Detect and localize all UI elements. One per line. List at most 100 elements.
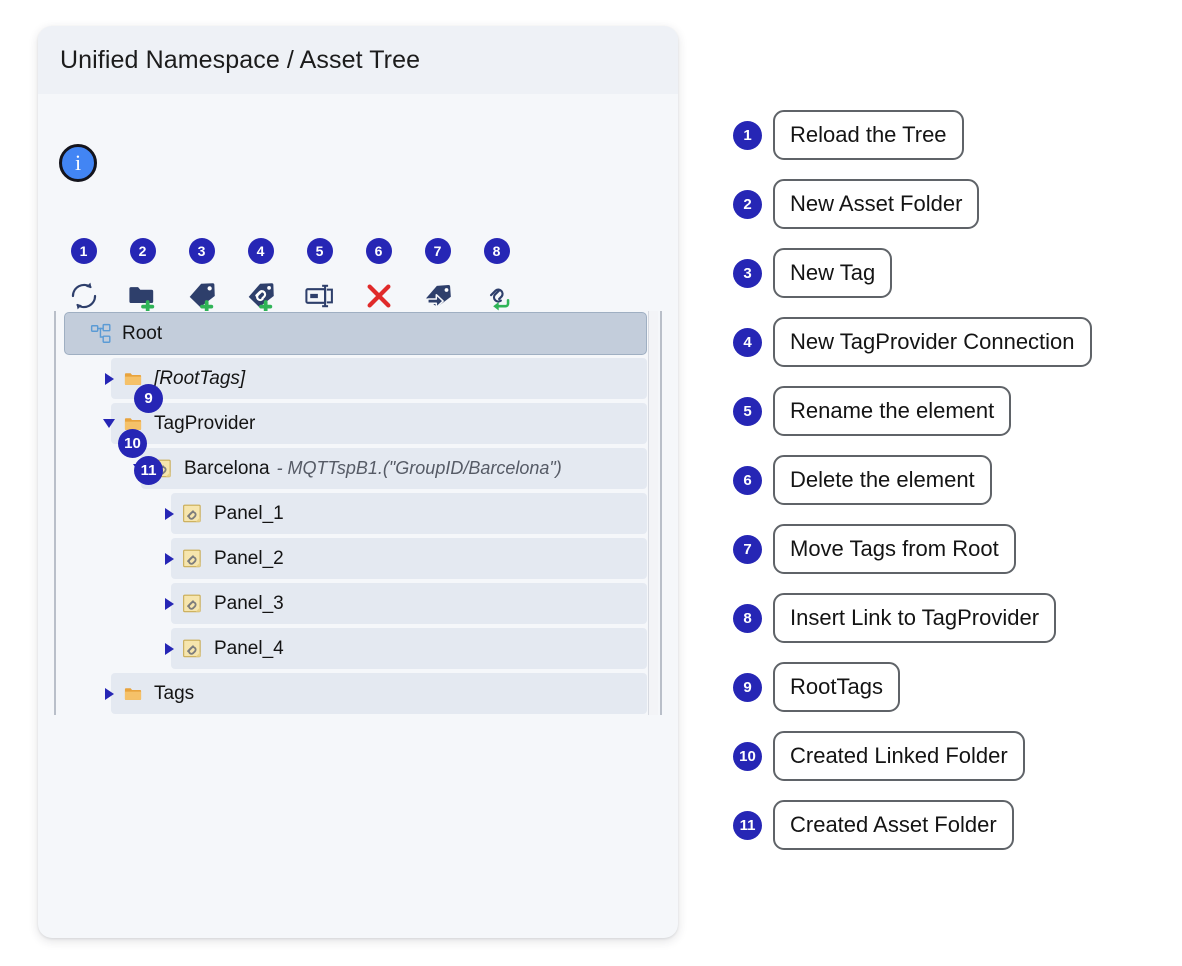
legend-item: 9 RootTags: [733, 662, 1092, 712]
legend-label: New TagProvider Connection: [773, 317, 1092, 367]
legend-label: Move Tags from Root: [773, 524, 1016, 574]
tree-row-label: Panel_1: [214, 502, 284, 524]
folder-icon: [120, 368, 146, 390]
toolbar-button-insert-link[interactable]: 8: [467, 238, 526, 316]
tree-row-label: TagProvider: [154, 412, 256, 434]
tree-expand-arrow[interactable]: [158, 626, 180, 671]
tree-expand-arrow[interactable]: [158, 581, 180, 626]
tree-row-background: [171, 628, 647, 669]
toolbar-number-badge: 5: [306, 238, 333, 264]
toolbar-number-badge: 3: [188, 238, 215, 264]
link-tag-plus-icon[interactable]: [239, 276, 283, 316]
folder-plus-icon[interactable]: [121, 276, 165, 316]
tree-expand-arrow[interactable]: [98, 356, 120, 401]
legend-label: Created Asset Folder: [773, 800, 1014, 850]
legend-number-badge: 9: [733, 672, 762, 702]
tree-row-background: [171, 493, 647, 534]
tree-row[interactable]: [RootTags]9: [56, 356, 647, 413]
tree-expand-arrow[interactable]: [158, 536, 180, 581]
toolbar-button-folder-plus[interactable]: 2: [113, 238, 172, 316]
tree-row[interactable]: Root: [56, 311, 647, 356]
tree-row-background: [171, 538, 647, 579]
tree-row-background: [111, 673, 647, 714]
delete-x-icon[interactable]: [357, 276, 401, 316]
legend-label: Delete the element: [773, 455, 992, 505]
toolbar: 1 2 3 4 5 6 7 8: [54, 238, 526, 316]
tree-row-background: [64, 312, 647, 355]
sitemap-icon: [88, 323, 114, 345]
folder-icon: [120, 413, 146, 435]
link-folder-icon: [180, 593, 206, 615]
callout-badge: 10: [118, 429, 147, 458]
tree-row[interactable]: Panel_4: [56, 626, 647, 671]
toolbar-number-badge: 1: [70, 238, 97, 264]
tree-no-arrow: [66, 311, 88, 356]
tree-row[interactable]: Barcelona- MQTTspB1.("GroupID/Barcelona"…: [56, 446, 647, 491]
toolbar-number-badge: 7: [424, 238, 451, 264]
tree-row[interactable]: Panel_3: [56, 581, 647, 626]
legend-number-badge: 11: [733, 810, 762, 840]
legend-number-badge: 4: [733, 327, 762, 357]
legend-item: 4 New TagProvider Connection: [733, 317, 1092, 367]
legend-label: Insert Link to TagProvider: [773, 593, 1057, 643]
folder-icon: [120, 683, 146, 705]
toolbar-number-badge: 4: [247, 238, 274, 264]
toolbar-button-link-tag-plus[interactable]: 4: [231, 238, 290, 316]
info-icon[interactable]: i: [59, 144, 97, 182]
callout-badge: 9: [134, 384, 163, 413]
tag-plus-icon[interactable]: [180, 276, 224, 316]
rename-icon[interactable]: [298, 276, 342, 316]
tree-row-background: [111, 358, 647, 399]
link-folder-icon: [180, 548, 206, 570]
legend-number-badge: 3: [733, 258, 762, 288]
tree-row-label: Tags: [154, 682, 195, 704]
toolbar-button-delete-x[interactable]: 6: [349, 238, 408, 316]
asset-tree-card: Unified Namespace / Asset Tree i 1 2 3 4 5 6 7…: [38, 26, 678, 938]
toolbar-button-tag-plus[interactable]: 3: [172, 238, 231, 316]
legend-item: 3 New Tag: [733, 248, 1092, 298]
legend-number-badge: 10: [733, 741, 762, 771]
legend-label: Reload the Tree: [773, 110, 964, 160]
legend-number-badge: 8: [733, 603, 762, 633]
page-title: Unified Namespace / Asset Tree: [60, 45, 421, 74]
tree-scrollbar[interactable]: [648, 311, 658, 715]
tree-expand-arrow[interactable]: [158, 491, 180, 536]
tree-row[interactable]: Tags: [56, 671, 647, 716]
tree-row-label: Panel_2: [214, 547, 284, 569]
legend-number-badge: 2: [733, 189, 762, 219]
toolbar-button-move-tag-arrow[interactable]: 7: [408, 238, 467, 316]
tree-row-background: [111, 403, 647, 444]
move-tag-arrow-icon[interactable]: [416, 276, 460, 316]
toolbar-button-rename[interactable]: 5: [290, 238, 349, 316]
reload-icon[interactable]: [62, 276, 106, 316]
legend-number-badge: 1: [733, 120, 762, 150]
tree-row-label: Barcelona: [184, 457, 270, 479]
tree-row-label: Panel_4: [214, 637, 284, 659]
tree-row-background: [141, 448, 647, 489]
tree-expand-arrow[interactable]: [98, 671, 120, 716]
tree-row[interactable]: Panel_2: [56, 536, 647, 581]
tree-row[interactable]: Panel_1: [56, 491, 647, 536]
callout-badge: 11: [134, 456, 163, 485]
toolbar-button-reload[interactable]: 1: [54, 238, 113, 316]
insert-link-icon[interactable]: [475, 276, 519, 316]
legend-item: 8 Insert Link to TagProvider: [733, 593, 1092, 643]
tree-collapse-arrow[interactable]: [98, 401, 120, 446]
legend-label: Rename the element: [773, 386, 1012, 436]
legend-label: New Tag: [773, 248, 893, 298]
tree-row-label: Root: [122, 322, 163, 344]
tree-row-background: [171, 583, 647, 624]
toolbar-number-badge: 6: [365, 238, 392, 264]
tree-row-label: [RootTags]: [154, 367, 246, 389]
tree-row[interactable]: TagProvider 10: [56, 401, 647, 458]
toolbar-number-badge: 2: [129, 238, 156, 264]
link-folder-icon: [180, 638, 206, 660]
toolbar-number-badge: 8: [483, 238, 510, 264]
card-header: Unified Namespace / Asset Tree: [38, 26, 678, 94]
legend-label: RootTags: [773, 662, 900, 712]
